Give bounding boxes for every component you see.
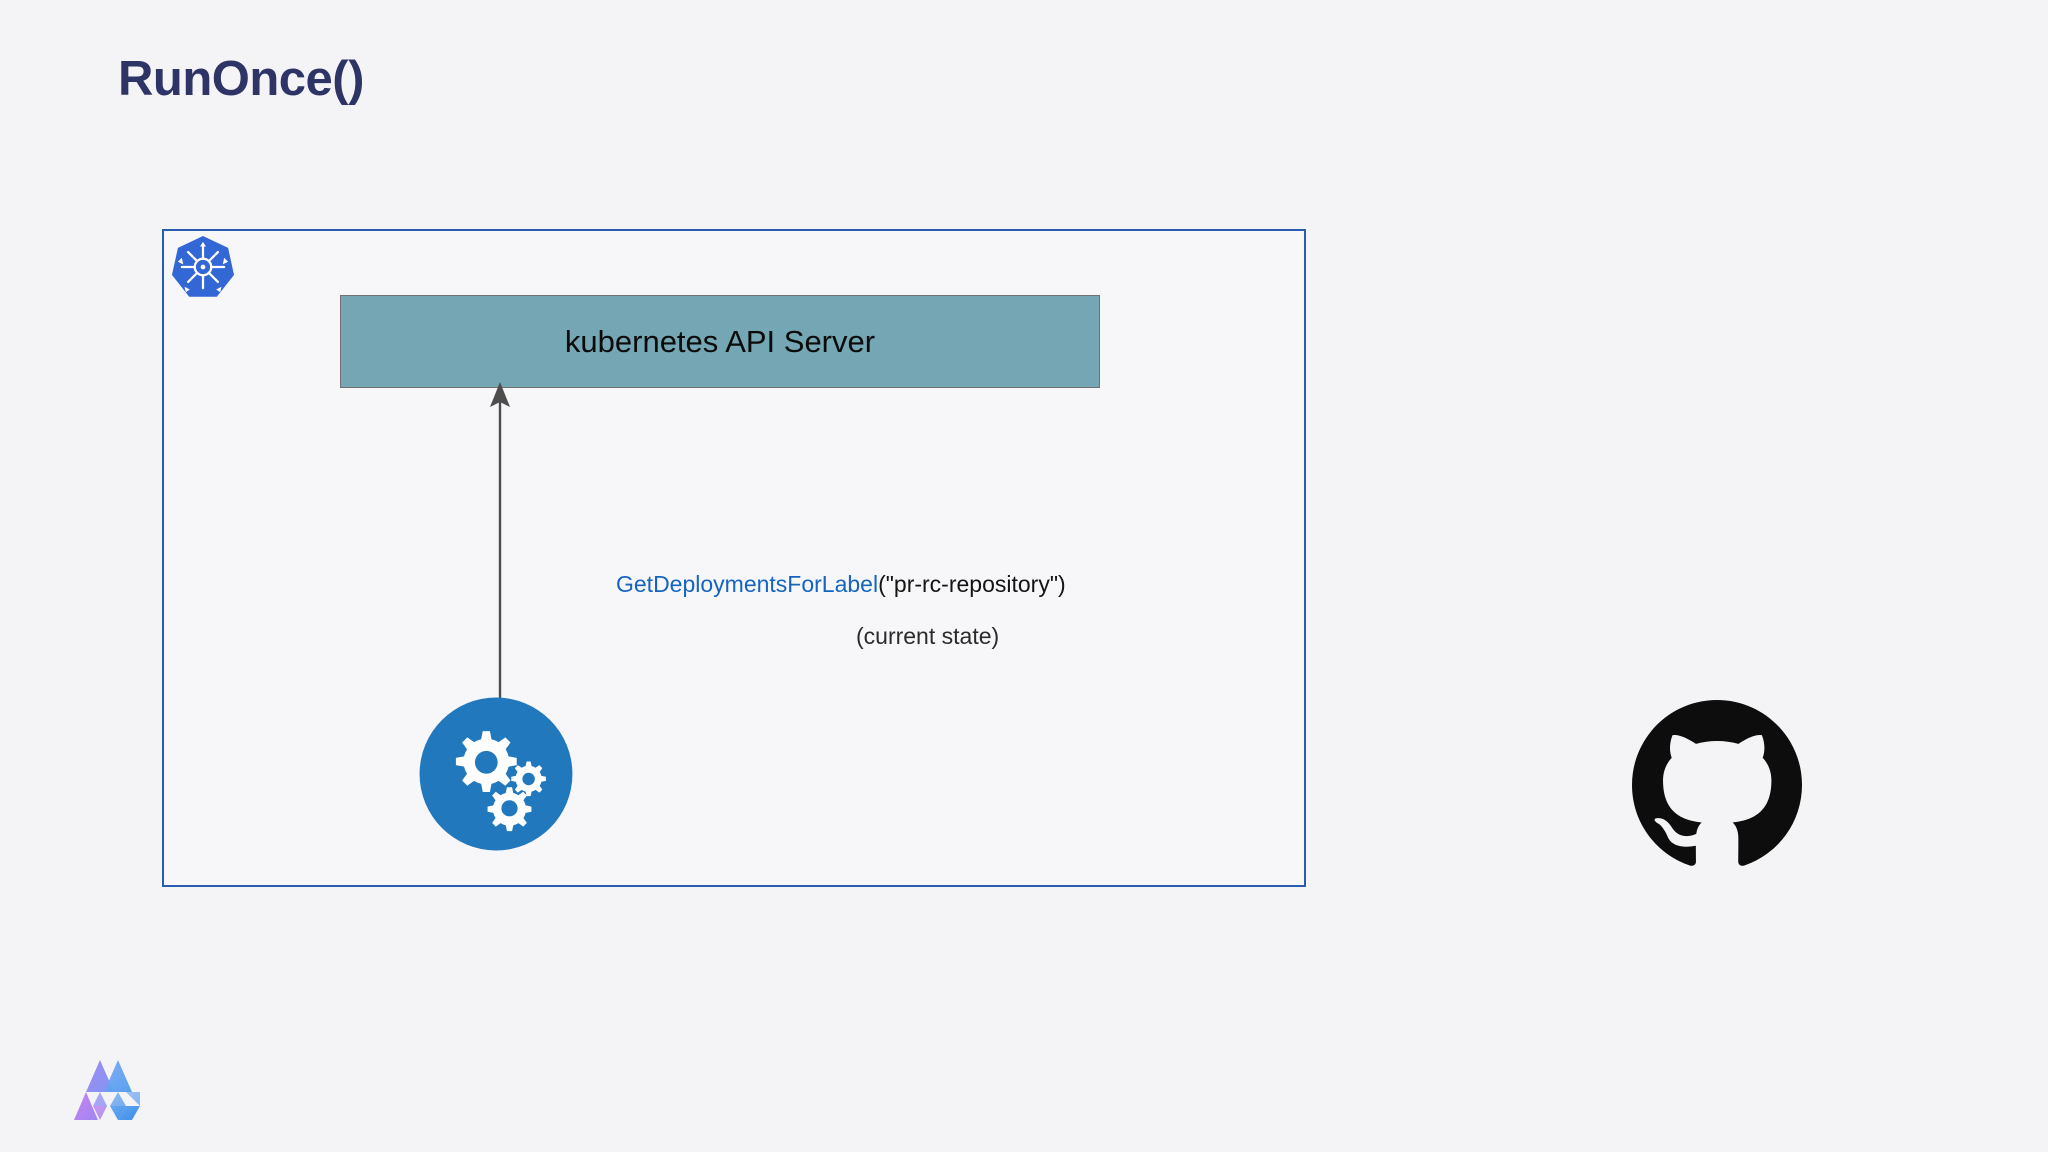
- page-title: RunOnce(): [118, 52, 364, 106]
- edge-call-function-name: GetDeploymentsForLabel: [616, 571, 879, 597]
- github-icon[interactable]: [1632, 700, 1802, 870]
- gears-icon: [455, 731, 546, 832]
- edge-call-label: GetDeploymentsForLabel("pr-rc-repository…: [616, 570, 1066, 600]
- edge-controller-to-api-server: [460, 380, 540, 710]
- m-triangles-logo: [60, 1050, 156, 1120]
- edge-call-arguments: ("pr-rc-repository"): [878, 571, 1066, 597]
- node-label-api-server: kubernetes API Server: [564, 323, 876, 359]
- node-controller[interactable]: [418, 696, 574, 852]
- kubernetes-icon: [170, 234, 236, 300]
- node-kubernetes-api-server[interactable]: kubernetes API Server: [340, 295, 1100, 388]
- edge-call-note: (current state): [856, 623, 1000, 649]
